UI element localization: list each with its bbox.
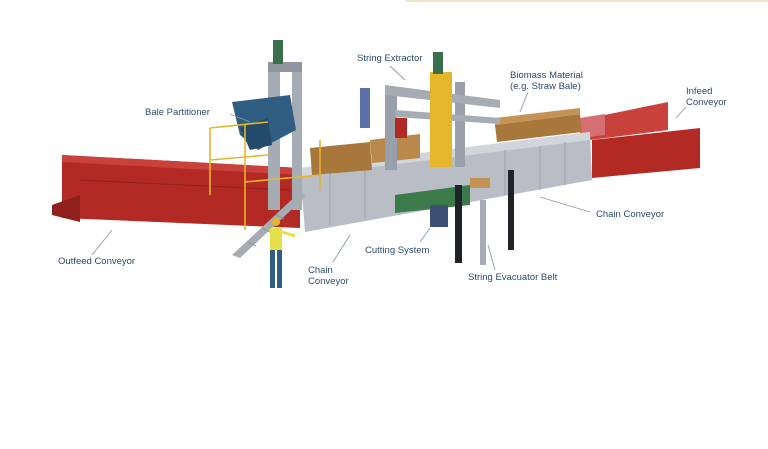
- leader-lines: [91, 65, 687, 271]
- access-stairs: [232, 192, 306, 258]
- label-biomass-material: Biomass Material (e.g. Straw Bale): [510, 70, 583, 92]
- label-chain-conveyor-right: Chain Conveyor: [596, 209, 665, 220]
- label-infeed-conveyor: Infeed Conveyor: [686, 86, 727, 108]
- label-string-evacuator-belt: String Evacuator Belt: [468, 272, 558, 283]
- string-evacuator-belt-shape: [455, 170, 514, 265]
- top-edge-strip: [405, 0, 768, 2]
- straw-bale-shapes: [310, 108, 582, 175]
- worker-figure: [270, 218, 296, 288]
- infeed-conveyor-shape: [580, 102, 700, 178]
- string-extractor-gantry: [360, 52, 500, 170]
- safety-railing: [209, 121, 321, 230]
- outfeed-conveyor-shape: [52, 155, 300, 228]
- label-string-extractor: String Extractor: [357, 53, 423, 64]
- label-outfeed-conveyor: Outfeed Conveyor: [58, 256, 136, 267]
- label-chain-conveyor-left: Chain Conveyor: [308, 265, 349, 287]
- cutting-system-shape: [395, 178, 490, 227]
- label-bale-partitioner: Bale Partitioner: [145, 107, 210, 118]
- label-cutting-system: Cutting System: [365, 245, 430, 256]
